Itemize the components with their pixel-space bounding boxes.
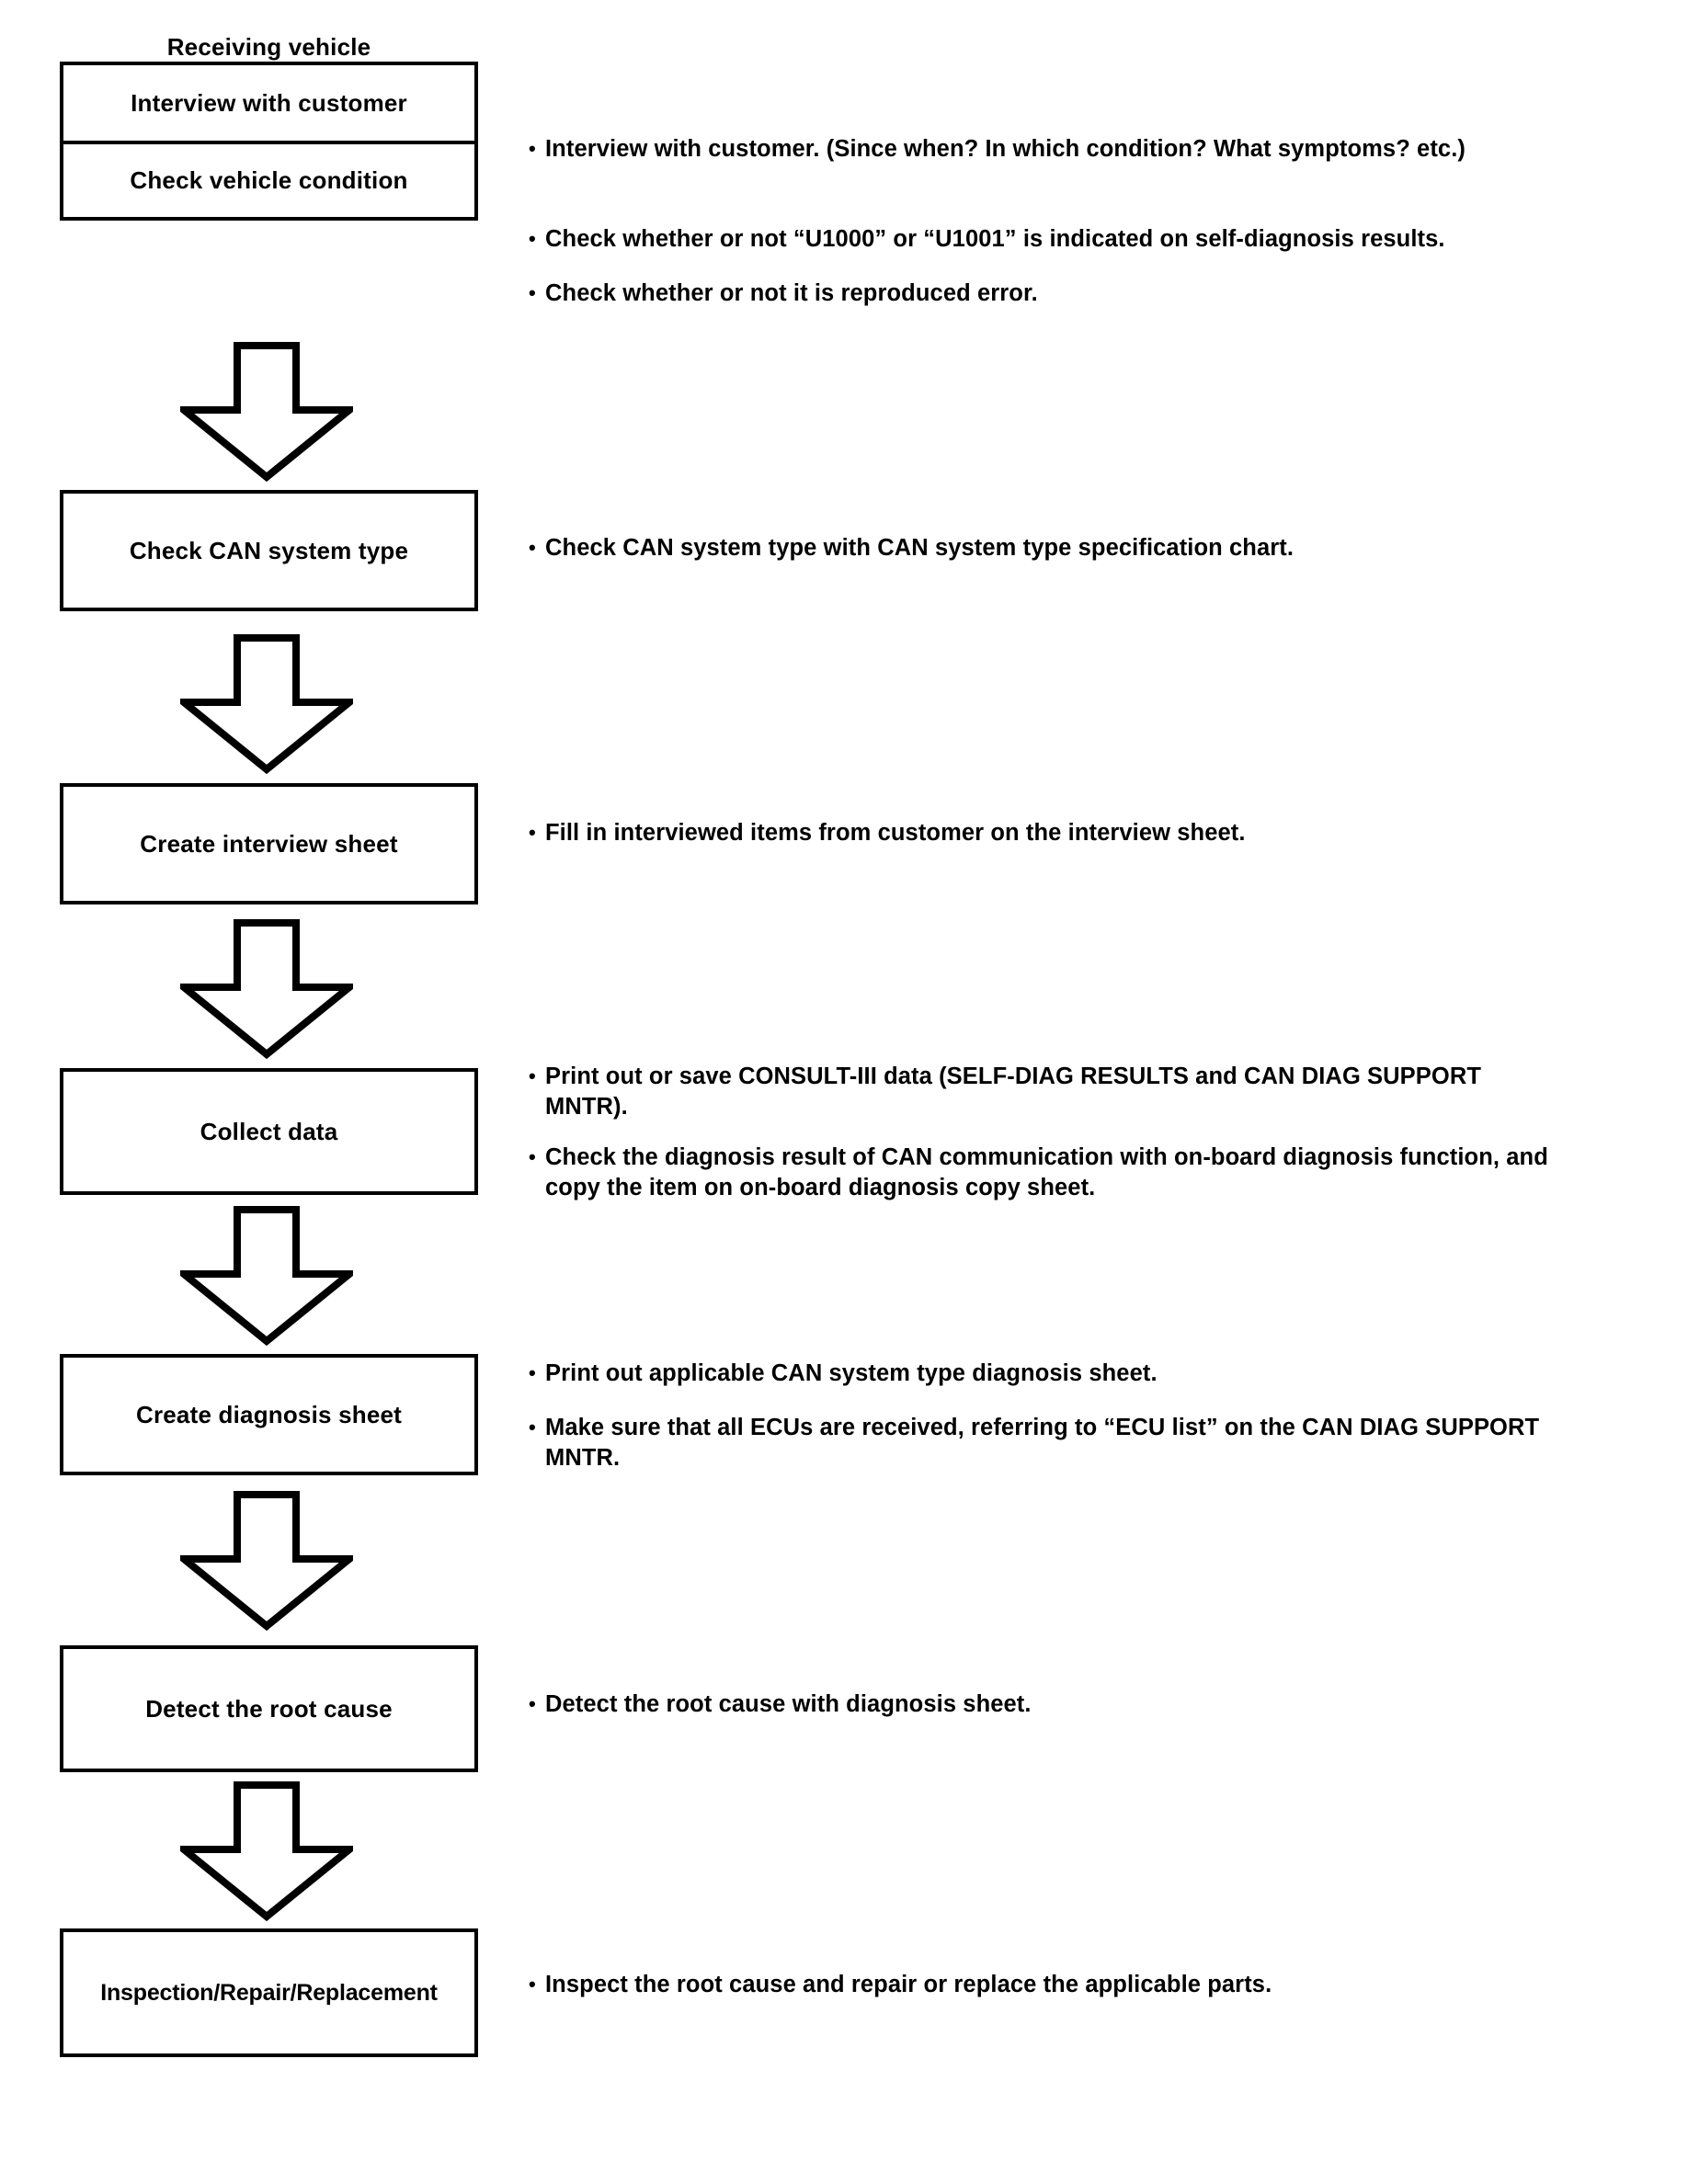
bullet-glyph: •	[529, 1064, 536, 1087]
bullet-text: Check the diagnosis result of CAN commun…	[545, 1144, 1548, 1201]
down-arrow-icon	[180, 1206, 353, 1346]
bullet-glyph: •	[529, 1416, 536, 1439]
note-create-diagnosis-sheet: • Print out applicable CAN system type d…	[529, 1359, 1595, 1473]
bullet-item: • Inspect the root cause and repair or r…	[529, 1970, 1659, 2000]
bullet-text: Make sure that all ECUs are received, re…	[545, 1415, 1540, 1472]
bullet-item: • Interview with customer. (Since when? …	[529, 134, 1659, 165]
bullet-text: Check whether or not it is reproduced er…	[545, 280, 1038, 307]
bullet-item: • Check the diagnosis result of CAN comm…	[529, 1143, 1568, 1203]
bullet-glyph: •	[529, 1692, 536, 1715]
bullet-text: Print out applicable CAN system type dia…	[545, 1360, 1158, 1386]
bullet-item: • Detect the root cause with diagnosis s…	[529, 1689, 1659, 1720]
box-label: Create diagnosis sheet	[135, 1400, 403, 1428]
box-label: Check CAN system type	[129, 536, 409, 564]
box-label: Check vehicle condition	[130, 166, 408, 194]
bullet-item: • Make sure that all ECUs are received, …	[529, 1413, 1595, 1473]
down-arrow-icon	[180, 919, 353, 1059]
process-box-create-interview-sheet[interactable]: Create interview sheet	[60, 783, 478, 904]
bullet-item: • Check whether or not it is reproduced …	[529, 279, 1659, 309]
bullet-glyph: •	[529, 536, 536, 559]
bullet-glyph: •	[529, 227, 536, 250]
bullet-glyph: •	[529, 1361, 536, 1384]
bullet-text: Detect the root cause with diagnosis she…	[545, 1691, 1032, 1717]
down-arrow-icon	[180, 342, 353, 482]
bullet-glyph: •	[529, 1145, 536, 1169]
bullet-item: • Print out or save CONSULT-III data (SE…	[529, 1062, 1568, 1122]
bullet-item: • Check whether or not “U1000” or “U1001…	[529, 224, 1659, 255]
bullet-item: • Check CAN system type with CAN system …	[529, 533, 1659, 563]
bullet-text: Inspect the root cause and repair or rep…	[545, 1972, 1272, 1997]
down-arrow-icon	[180, 1491, 353, 1631]
box-label: Create interview sheet	[140, 829, 398, 858]
box-label: Detect the root cause	[145, 1694, 393, 1723]
process-box-create-diagnosis-sheet[interactable]: Create diagnosis sheet	[60, 1354, 478, 1475]
process-box-collect-data[interactable]: Collect data	[60, 1068, 478, 1195]
page-title: Receiving vehicle	[166, 33, 371, 61]
note-create-interview-sheet: • Fill in interviewed items from custome…	[529, 818, 1659, 848]
process-box-detect-the-root-cause[interactable]: Detect the root cause	[60, 1645, 478, 1772]
bullet-glyph: •	[529, 1973, 536, 1996]
bullet-text: Interview with customer. (Since when? In…	[545, 136, 1466, 162]
box-label: Interview with customer	[131, 88, 407, 117]
bullet-text: Check CAN system type with CAN system ty…	[545, 535, 1295, 561]
note-check-can-system-type: • Check CAN system type with CAN system …	[529, 533, 1659, 563]
note-check-vehicle-condition: • Check whether or not “U1000” or “U1001…	[529, 224, 1659, 309]
bullet-glyph: •	[529, 137, 536, 160]
down-arrow-icon	[180, 1781, 353, 1921]
bullet-glyph: •	[529, 821, 536, 844]
process-box-check-can-system-type[interactable]: Check CAN system type	[60, 490, 478, 611]
process-box-inspection-repair-replacement[interactable]: Inspection/Repair/Replacement	[60, 1928, 478, 2057]
process-box-interview-with-customer[interactable]: Interview with customer	[60, 62, 478, 142]
bullet-text: Fill in interviewed items from customer …	[545, 820, 1246, 846]
note-detect-the-root-cause: • Detect the root cause with diagnosis s…	[529, 1689, 1659, 1720]
bullet-text: Print out or save CONSULT-III data (SELF…	[545, 1064, 1482, 1120]
note-collect-data: • Print out or save CONSULT-III data (SE…	[529, 1062, 1568, 1204]
note-interview-with-customer: • Interview with customer. (Since when? …	[529, 134, 1659, 165]
bullet-item: • Fill in interviewed items from custome…	[529, 818, 1659, 848]
box-label: Collect data	[200, 1117, 338, 1145]
bullet-glyph: •	[529, 281, 536, 305]
bullet-item: • Print out applicable CAN system type d…	[529, 1359, 1595, 1389]
bullet-text: Check whether or not “U1000” or “U1001” …	[545, 226, 1445, 252]
box-label: Inspection/Repair/Replacement	[100, 1979, 438, 2006]
process-box-check-vehicle-condition[interactable]: Check vehicle condition	[60, 142, 478, 221]
note-inspection-repair-replacement: • Inspect the root cause and repair or r…	[529, 1970, 1659, 2000]
down-arrow-icon	[180, 634, 353, 774]
